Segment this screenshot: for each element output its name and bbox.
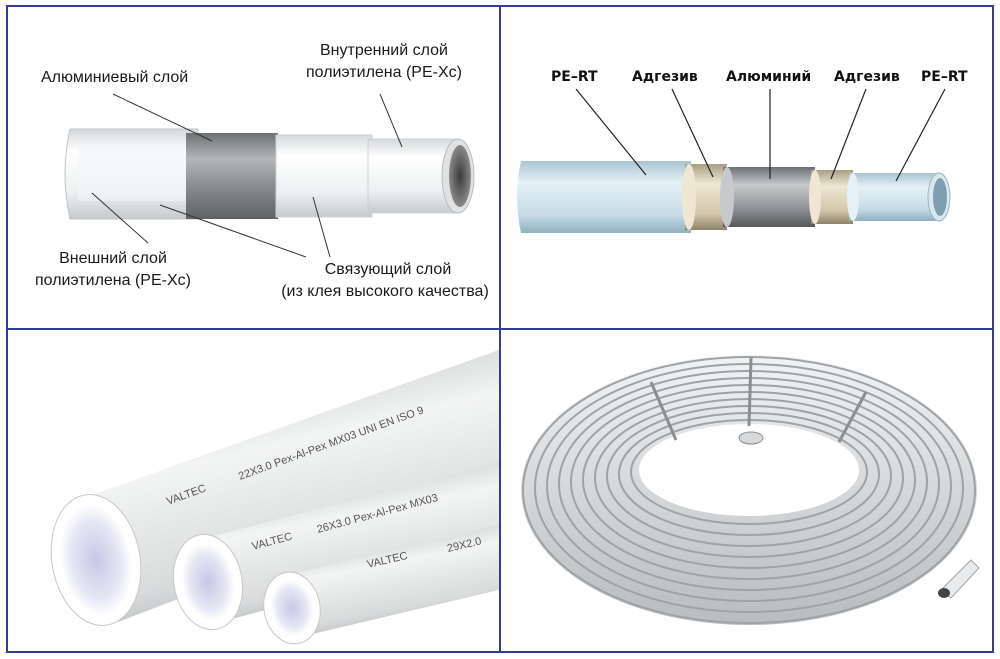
- label-inner-layer-line1: Внутренний слой: [320, 42, 448, 59]
- label-bond-layer-line2: (из клея высокого качества): [281, 283, 489, 300]
- label-adhesive-inner: Адгезив: [834, 69, 900, 85]
- pipe-coil-illustration: [521, 355, 980, 625]
- label-aluminum-layer: Алюминиевый слой: [41, 69, 189, 86]
- label-outer-layer-line2: полиэтилена (PE-Xc): [35, 272, 191, 289]
- coil-straps: [649, 357, 868, 443]
- panel-pipe-samples-photo: VALTEC 22X3.0 Pex-Al-Pex MX03 UNI EN ISO…: [8, 330, 499, 651]
- panel-pipe-layers-diagram: Алюминиевый слой Внутренний слой полиэти…: [8, 7, 499, 328]
- horizontal-divider: [6, 328, 994, 330]
- pipe-samples-illustration: VALTEC 22X3.0 Pex-Al-Pex MX03 UNI EN ISO…: [50, 350, 499, 645]
- panel-pipe-coil-photo: [501, 330, 992, 651]
- label-adhesive-outer: Адгезив: [632, 69, 698, 85]
- label-pert-inner: PE–RT: [921, 69, 968, 85]
- label-bond-layer-line1: Связующий слой: [324, 261, 452, 278]
- label-aluminum: Алюминий: [726, 69, 812, 85]
- label-pert-outer: PE–RT: [551, 69, 598, 85]
- pert-pipe-illustration: [517, 88, 951, 233]
- label-outer-layer-line1: Внешний слой: [59, 250, 167, 267]
- pipe-layers-illustration: [64, 93, 475, 258]
- panel-pert-layers-diagram: PE–RT Адгезив Алюминий Адгезив PE–RT: [501, 7, 992, 328]
- label-inner-layer-line2: полиэтилена (PE-Xc): [306, 64, 462, 81]
